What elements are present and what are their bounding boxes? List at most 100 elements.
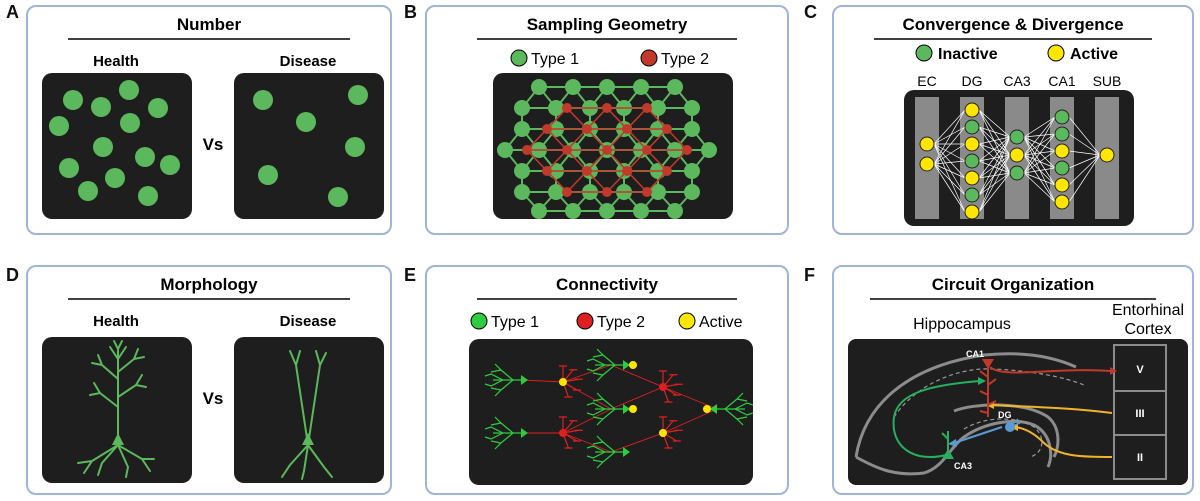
entorhinal-label-line1: Entorhinal xyxy=(1112,302,1184,319)
projection-line xyxy=(978,160,1011,174)
projection-line xyxy=(1023,172,1056,203)
soma-icon xyxy=(521,428,528,438)
type2-cell xyxy=(522,145,532,155)
connection-line xyxy=(562,432,612,453)
active-soma-icon xyxy=(629,405,637,413)
connection-line xyxy=(562,364,612,383)
type1-legend-icon xyxy=(470,312,488,330)
cell-dot xyxy=(296,112,316,132)
layer-v-label: V xyxy=(1136,364,1144,376)
type1-cell xyxy=(599,79,615,95)
cell-dot xyxy=(91,97,111,117)
projection-line xyxy=(933,163,966,179)
column-label-dg: DG xyxy=(962,73,983,89)
active-soma-icon xyxy=(559,378,567,386)
health-label: Health xyxy=(93,313,139,330)
type2-cell xyxy=(542,124,552,134)
panel-title: Connectivity xyxy=(556,275,659,294)
type1-cell xyxy=(684,184,700,200)
type1-cell xyxy=(599,203,615,219)
projection-line xyxy=(933,143,966,165)
disease-label: Disease xyxy=(280,53,337,70)
type2-cell xyxy=(622,166,632,176)
connection-line xyxy=(610,386,664,410)
dg-to-ca3-arrow-icon xyxy=(948,439,957,447)
active-cell xyxy=(1009,147,1025,163)
active-cell xyxy=(1099,147,1115,163)
type2-cell xyxy=(562,145,572,155)
soma-icon xyxy=(623,360,630,370)
projection-line xyxy=(1023,154,1056,169)
type1-cell xyxy=(650,184,666,200)
hippocampus-label: Hippocampus xyxy=(913,316,1011,333)
cell-dot xyxy=(258,165,278,185)
projection-line xyxy=(978,136,1011,213)
projection-line xyxy=(1068,116,1101,156)
cell-dot xyxy=(348,85,368,105)
active-cell xyxy=(1054,177,1070,193)
soma-icon xyxy=(521,375,528,385)
connection-line xyxy=(562,408,612,434)
type1-cell xyxy=(548,184,564,200)
type2-cell xyxy=(662,124,672,134)
connection-line xyxy=(610,432,664,453)
type1-cell xyxy=(531,203,547,219)
projection-line xyxy=(978,126,1011,174)
dg-dendrite-icon xyxy=(1009,418,1021,428)
inactive-cell xyxy=(1054,126,1070,142)
projection-line xyxy=(1023,172,1056,186)
type1-legend-icon xyxy=(510,49,528,67)
type2-soma-icon xyxy=(659,383,667,391)
panel-letter-e: E xyxy=(404,265,417,285)
projection-line xyxy=(933,143,966,196)
inactive-cell xyxy=(1009,129,1025,145)
panel-letter-d: D xyxy=(6,265,19,285)
type2-cell xyxy=(602,103,612,113)
column-label-ec: EC xyxy=(917,73,936,89)
type1-cell xyxy=(667,79,683,95)
cell-dot xyxy=(93,137,113,157)
neuron-icon xyxy=(484,416,521,450)
panel-number: Number Health Disease Vs xyxy=(26,5,392,235)
active-legend-icon xyxy=(1047,44,1065,62)
layer-ii-to-dg-path xyxy=(1015,426,1113,458)
type1-cell xyxy=(565,203,581,219)
active-legend-label: Active xyxy=(699,314,743,331)
active-cell xyxy=(964,102,980,118)
projection-line xyxy=(1023,136,1056,152)
healthy-soma-icon xyxy=(112,433,124,445)
morphology-figure: Morphology Health Disease Vs xyxy=(42,275,384,483)
type1-network xyxy=(497,79,717,219)
column-label-sub: SUB xyxy=(1093,73,1122,89)
panel-letter-c: C xyxy=(804,2,817,22)
neuron-icon xyxy=(717,392,754,426)
entorhinal-layer-ii xyxy=(1113,434,1167,480)
inactive-legend-icon xyxy=(915,44,933,62)
projection-line xyxy=(1023,116,1056,138)
type1-cell xyxy=(514,163,530,179)
number-figure: Number Health Disease Vs xyxy=(42,15,384,219)
panel-sampling-geometry: Sampling Geometry Type 1 Type 2 xyxy=(425,5,789,235)
panel-convergence-divergence: Convergence & Divergence Inactive Active… xyxy=(832,5,1194,235)
cell-dot xyxy=(253,90,273,110)
neuron-icon xyxy=(586,392,623,426)
cell-dot xyxy=(345,137,365,157)
active-cell xyxy=(919,136,935,152)
projection-line xyxy=(933,143,966,162)
neuron-icon xyxy=(484,363,521,397)
type1-cell xyxy=(667,203,683,219)
inactive-cell xyxy=(964,187,980,203)
ca3-to-ca1-path xyxy=(892,380,981,458)
connection-line xyxy=(662,408,718,434)
cell-dot xyxy=(119,80,139,100)
panel-letter-f: F xyxy=(804,265,815,285)
type2-cell xyxy=(642,103,652,113)
type2-cell xyxy=(562,103,572,113)
projection-line xyxy=(933,109,966,165)
type2-cell xyxy=(582,124,592,134)
diseased-neuron-icon xyxy=(281,350,333,480)
active-cell xyxy=(964,170,980,186)
healthy-neuron-icon xyxy=(77,340,155,478)
projection-line xyxy=(933,143,966,179)
cell-dot xyxy=(135,147,155,167)
